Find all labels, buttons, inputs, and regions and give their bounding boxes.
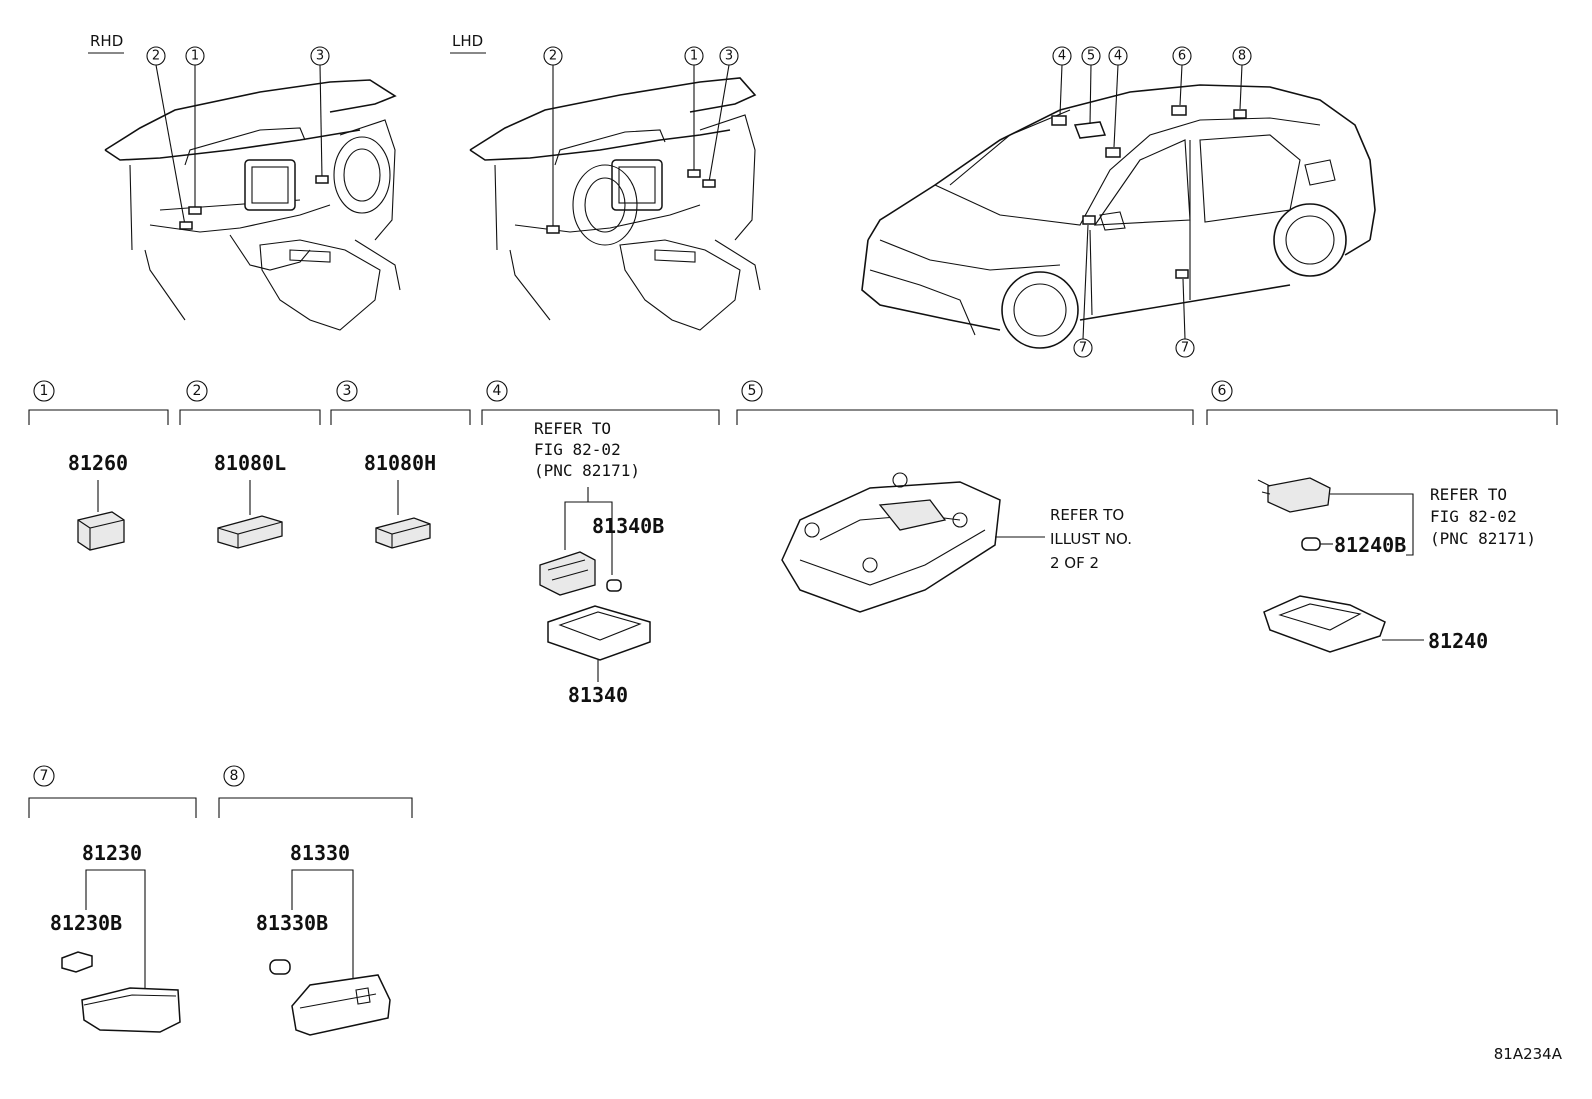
svg-text:5: 5 xyxy=(748,383,757,399)
lhd-callouts: 2 1 3 xyxy=(543,46,739,66)
svg-text:1: 1 xyxy=(40,383,49,399)
lhd-dashboard-view: LHD 2 1 3 xyxy=(450,32,761,331)
svg-text:4: 4 xyxy=(493,383,502,399)
svg-text:7: 7 xyxy=(1181,341,1189,356)
section-7: 7 81230 81230B xyxy=(28,765,197,1033)
section-8: 8 81330 81330B xyxy=(218,765,413,1036)
rhd-label: RHD xyxy=(90,32,123,50)
svg-text:5: 5 xyxy=(1087,49,1095,64)
svg-text:7: 7 xyxy=(1079,341,1087,356)
svg-text:FIG 82-02: FIG 82-02 xyxy=(534,440,621,459)
section-2: 2 81080L xyxy=(179,380,321,549)
part-81230b: 81230B xyxy=(50,911,122,935)
diagram-code: 81A234A xyxy=(1493,1045,1562,1063)
part-81080l: 81080L xyxy=(214,451,286,475)
svg-text:1: 1 xyxy=(191,49,199,64)
svg-text:2: 2 xyxy=(152,49,160,64)
part-81340b: 81340B xyxy=(592,514,664,538)
part-81340: 81340 xyxy=(568,683,628,707)
svg-text:ILLUST NO.: ILLUST NO. xyxy=(1050,530,1132,548)
svg-text:2: 2 xyxy=(549,49,557,64)
svg-text:2: 2 xyxy=(193,383,202,399)
section-5: 5 REFER TO ILLUST NO. 2 OF 2 xyxy=(736,380,1194,613)
svg-text:3: 3 xyxy=(725,49,733,64)
part-81240: 81240 xyxy=(1428,629,1488,653)
section-4: 4 REFER TO FIG 82-02 (PNC 82171) 81340B … xyxy=(481,380,720,707)
lhd-label: LHD xyxy=(452,32,483,50)
svg-text:3: 3 xyxy=(343,383,352,399)
svg-text:4: 4 xyxy=(1114,49,1122,64)
svg-text:3: 3 xyxy=(316,49,324,64)
part-81240b: 81240B xyxy=(1334,533,1406,557)
svg-text:FIG 82-02: FIG 82-02 xyxy=(1430,507,1517,526)
vehicle-callouts: 4 5 4 6 8 7 7 xyxy=(1052,46,1252,358)
part-81230: 81230 xyxy=(82,841,142,865)
svg-text:6: 6 xyxy=(1178,49,1186,64)
part-81330: 81330 xyxy=(290,841,350,865)
svg-text:REFER TO: REFER TO xyxy=(1050,506,1124,524)
section-1: 1 81260 xyxy=(28,380,169,551)
svg-text:REFER TO: REFER TO xyxy=(534,419,611,438)
rhd-dashboard-view: RHD 2 1 3 xyxy=(88,32,401,331)
svg-text:4: 4 xyxy=(1058,49,1066,64)
svg-text:6: 6 xyxy=(1218,383,1227,399)
svg-text:2 OF 2: 2 OF 2 xyxy=(1050,554,1099,572)
svg-text:7: 7 xyxy=(40,768,49,784)
part-81080h: 81080H xyxy=(364,451,436,475)
vehicle-view: 4 5 4 6 8 7 7 xyxy=(861,46,1376,358)
part-81330b: 81330B xyxy=(256,911,328,935)
rhd-callouts: 2 1 3 xyxy=(146,46,330,66)
section-3: 3 81080H xyxy=(330,380,471,549)
section-6: 6 81240B REFER TO FIG 82-02 (PNC 82171) … xyxy=(1206,380,1558,653)
svg-text:(PNC 82171): (PNC 82171) xyxy=(534,461,640,480)
svg-text:8: 8 xyxy=(1238,49,1246,64)
part-81260: 81260 xyxy=(68,451,128,475)
svg-text:8: 8 xyxy=(230,768,239,784)
svg-text:(PNC 82171): (PNC 82171) xyxy=(1430,529,1536,548)
svg-text:1: 1 xyxy=(690,49,698,64)
svg-text:REFER TO: REFER TO xyxy=(1430,485,1507,504)
